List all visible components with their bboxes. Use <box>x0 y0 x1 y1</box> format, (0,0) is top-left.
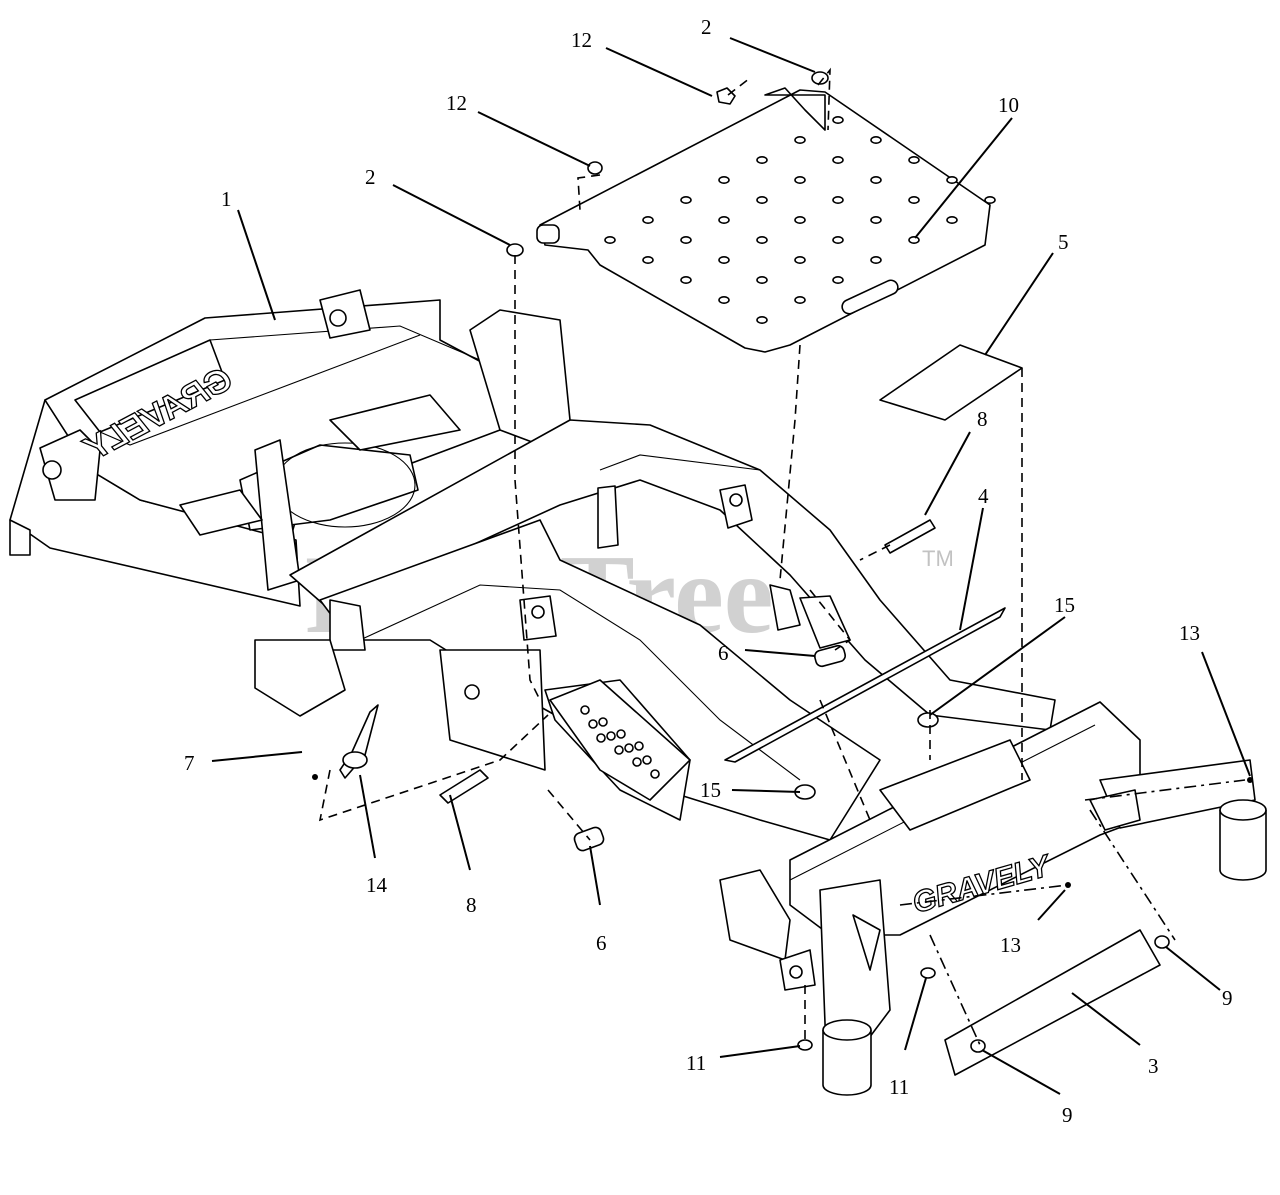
plate-hole <box>718 295 730 304</box>
plate-hole <box>984 196 996 205</box>
step-hole <box>642 755 652 765</box>
plate-hole <box>794 255 806 264</box>
callout-11: 11 <box>686 1051 706 1075</box>
cotter-pin <box>1247 777 1253 783</box>
callout-5: 5 <box>1058 230 1069 254</box>
callout-6: 6 <box>596 931 607 955</box>
plate-hole <box>794 216 806 225</box>
step-hole <box>650 769 660 779</box>
step-plate <box>549 679 691 801</box>
step-hole <box>634 741 644 751</box>
callout-7: 7 <box>184 751 195 775</box>
plate-hole <box>756 275 768 284</box>
plate-hole <box>756 236 768 245</box>
cotter-pin <box>312 774 318 780</box>
hex-nut <box>587 161 603 175</box>
callout-8: 8 <box>977 407 988 431</box>
washer <box>1154 935 1170 949</box>
step-hole <box>580 705 590 715</box>
callout-2: 2 <box>701 15 712 39</box>
front-cross-member <box>719 701 1256 1051</box>
rubber-bumper <box>917 712 939 728</box>
watermark-trademark: TM <box>922 546 954 571</box>
step-hole <box>606 731 616 741</box>
flange-nut <box>811 71 829 85</box>
callout-12: 12 <box>571 28 592 52</box>
plate-holes <box>604 116 996 324</box>
plate-hole <box>718 255 730 264</box>
callout-3: 3 <box>1148 1054 1159 1078</box>
plate-hole <box>870 216 882 225</box>
plate-hole <box>908 236 920 245</box>
step-hole <box>632 757 642 767</box>
plate-hole <box>680 236 692 245</box>
rear-frame-box <box>9 289 571 607</box>
plate-hole <box>794 176 806 185</box>
step-hole <box>588 719 598 729</box>
plate-hole <box>832 156 844 165</box>
callout-8: 8 <box>466 893 477 917</box>
callout-9: 9 <box>1222 986 1233 1010</box>
callout-12: 12 <box>446 91 467 115</box>
step-hole <box>596 733 606 743</box>
callout-13: 13 <box>1179 621 1200 645</box>
callout-9: 9 <box>1062 1103 1073 1127</box>
washer <box>970 1039 986 1053</box>
plate-hole <box>832 236 844 245</box>
cover-plate <box>879 344 1023 421</box>
plate-hole <box>642 216 654 225</box>
plate-hole <box>946 176 958 185</box>
plate-hole <box>718 176 730 185</box>
callout-14: 14 <box>366 873 388 897</box>
clevis-pin <box>439 769 489 804</box>
front-plate <box>944 929 1161 1076</box>
callout-2: 2 <box>365 165 376 189</box>
bushing <box>813 644 847 668</box>
plate-hole <box>680 196 692 205</box>
plate-hole <box>908 196 920 205</box>
plate-hole <box>870 176 882 185</box>
step-hole <box>598 717 608 727</box>
plate-hole <box>832 196 844 205</box>
plate-hole <box>604 236 616 245</box>
callout-1: 1 <box>221 187 232 211</box>
clevis-pin <box>884 519 936 554</box>
plate-hole <box>908 156 920 165</box>
callout-6: 6 <box>718 641 729 665</box>
step-hole <box>616 729 626 739</box>
callout-11: 11 <box>889 1075 909 1099</box>
plate-hole <box>756 315 768 324</box>
callout-15: 15 <box>1054 593 1075 617</box>
plate-hole <box>718 216 730 225</box>
plate-hole <box>832 275 844 284</box>
leader-lines <box>211 37 1251 1095</box>
washer <box>797 1039 813 1051</box>
floor-pan-edge <box>724 607 1006 763</box>
callout-10: 10 <box>998 93 1019 117</box>
plate-hole <box>946 216 958 225</box>
plate-hole <box>794 136 806 145</box>
callout-15: 15 <box>700 778 721 802</box>
step-hole <box>614 745 624 755</box>
callout-labels: 1 2 2 3 4 5 6 6 7 8 8 9 9 10 11 11 12 12… <box>184 15 1233 1127</box>
plate-hole <box>756 156 768 165</box>
caster-tubes <box>822 799 1267 1096</box>
washer <box>920 967 936 979</box>
plate-hole <box>756 196 768 205</box>
plate-hole <box>642 255 654 264</box>
plate-hole <box>680 275 692 284</box>
foot-plate <box>536 87 996 353</box>
assembly-lines <box>318 67 1246 1046</box>
plate-hole <box>832 116 844 125</box>
plate-hole <box>870 136 882 145</box>
callout-4: 4 <box>978 484 989 508</box>
step-hole <box>624 743 634 753</box>
hex-nut <box>716 87 736 105</box>
plate-hole <box>794 295 806 304</box>
plate-hole <box>870 255 882 264</box>
callout-13: 13 <box>1000 933 1021 957</box>
